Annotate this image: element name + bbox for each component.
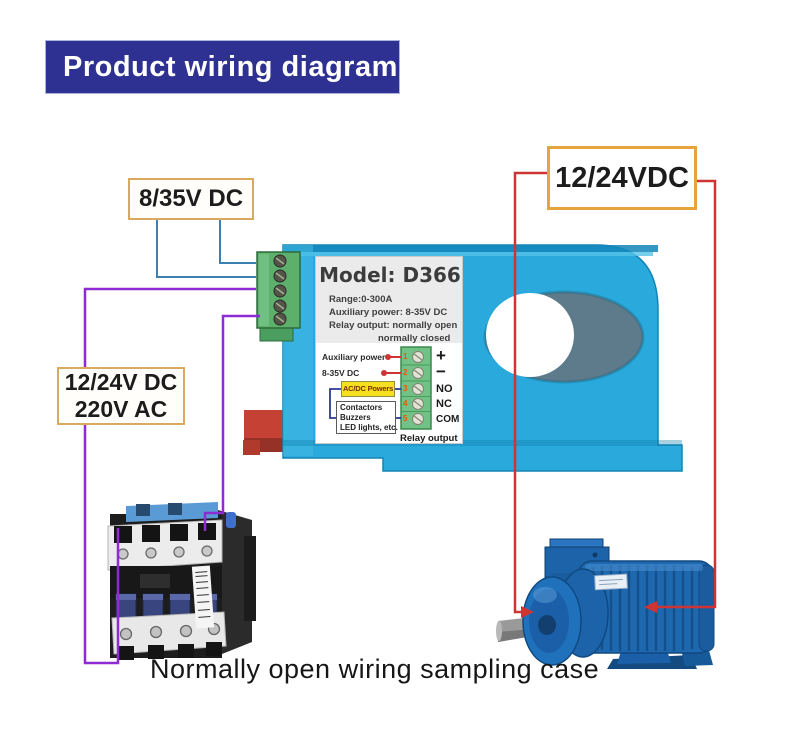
spec-relay-output: Relay output: normally open bbox=[329, 320, 458, 331]
aux-power-note-1: Auxiliary power bbox=[322, 352, 386, 362]
load-line-2: Buzzers bbox=[340, 413, 371, 422]
terminal-5-num: 5 bbox=[403, 414, 408, 423]
contactor-graphic bbox=[107, 502, 256, 660]
label-header-area bbox=[316, 257, 462, 343]
din-clip bbox=[243, 410, 283, 455]
model-number: Model: D366 bbox=[319, 263, 461, 287]
relay-supply-box: 12/24VDC bbox=[547, 146, 697, 210]
terminal-3-num: 3 bbox=[403, 384, 408, 393]
terminal-2-num: 2 bbox=[403, 368, 408, 377]
current-sensor-device: Model: D366 Range:0-300A Auxiliary power… bbox=[230, 240, 695, 480]
terminal-1-num: 1 bbox=[403, 352, 408, 361]
load-devices-box: Contactors Buzzers LED lights, etc. bbox=[336, 401, 398, 434]
sensor-hole bbox=[483, 290, 645, 384]
load-line-3: LED lights, etc. bbox=[340, 423, 398, 432]
terminal-5-label: COM bbox=[436, 414, 460, 425]
motor-front-bell bbox=[522, 576, 582, 666]
diagram-caption: Normally open wiring sampling case bbox=[150, 654, 600, 684]
terminal-4-label: NC bbox=[436, 398, 452, 410]
ac-dc-powers-box: AC/DC Powers bbox=[341, 381, 395, 397]
motor-graphic bbox=[496, 538, 715, 669]
device-spec-label: Model: D366 Range:0-300A Auxiliary power… bbox=[315, 256, 463, 444]
spec-aux-power: Auxiliary power: 8-35V DC bbox=[329, 307, 448, 318]
terminal-2-label: − bbox=[436, 362, 446, 381]
aux-supply-box: 8/35V DC bbox=[128, 178, 254, 220]
load-supply-line-1: 12/24V DC bbox=[64, 369, 178, 395]
terminal-1-label: + bbox=[436, 346, 446, 365]
load-supply-box: 12/24V DC 220V AC bbox=[57, 367, 185, 425]
mini-load-wires bbox=[329, 388, 401, 419]
motor-nameplate bbox=[594, 573, 628, 591]
mini-wiring-graphic bbox=[329, 346, 432, 430]
load-line-1: Contactors bbox=[340, 403, 383, 412]
spec-relay-output-2: normally closed bbox=[378, 333, 451, 344]
spec-range: Range:0-300A bbox=[329, 294, 393, 305]
terminal-4-num: 4 bbox=[403, 399, 408, 408]
terminal-3-label: NO bbox=[436, 383, 453, 395]
aux-power-note-2: 8-35V DC bbox=[322, 368, 360, 378]
load-supply-line-2: 220V AC bbox=[74, 396, 168, 422]
page-title: Product wiring diagram bbox=[45, 40, 400, 94]
relay-output-caption: Relay output bbox=[400, 433, 458, 444]
terminal-block bbox=[256, 251, 301, 342]
